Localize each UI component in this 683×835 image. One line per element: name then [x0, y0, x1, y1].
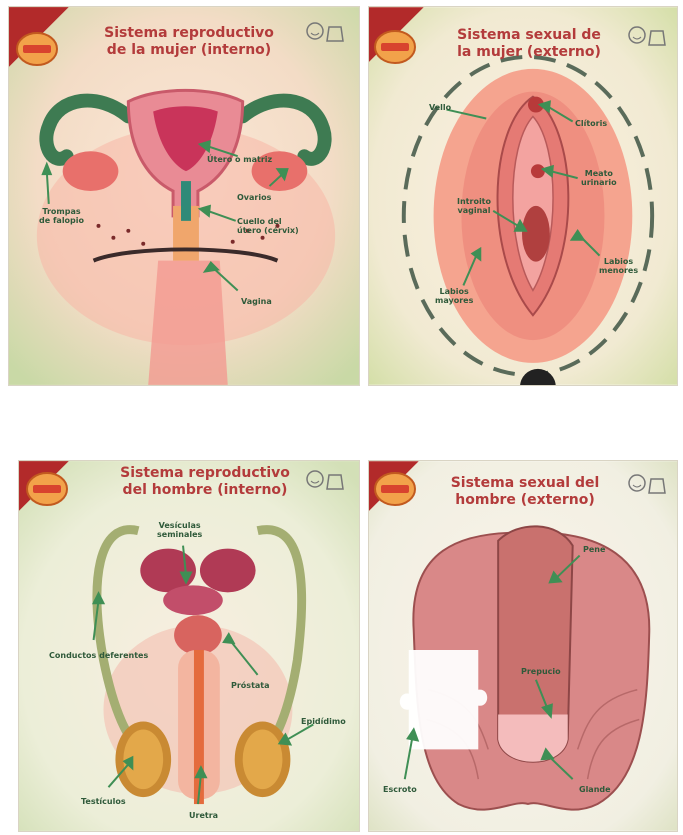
label-testiculos: Testículos	[81, 797, 126, 806]
label-line: útero (cérvix)	[237, 226, 299, 235]
title-line-2: hombre (externo)	[435, 492, 615, 509]
label-pene: Pene	[583, 545, 605, 554]
label-cuello: Cuello del útero (cérvix)	[237, 217, 299, 235]
smiley-book-icon	[627, 471, 667, 501]
label-line: Trompas	[39, 207, 84, 216]
label-introito: Introito vaginal	[457, 197, 491, 215]
label-line: de falopio	[39, 216, 84, 225]
smiley-book-icon	[305, 467, 345, 497]
label-trompas: Trompas de falopio	[39, 207, 84, 225]
title-line-1: Sistema sexual del	[435, 475, 615, 492]
label-line: mayores	[435, 296, 473, 305]
title-line-1: Sistema reproductivo	[89, 25, 289, 42]
logo-badge-icon	[373, 27, 417, 67]
title-line-2: la mujer (externo)	[439, 44, 619, 61]
card-female-external: Sistema sexual de la mujer (externo) Vel…	[368, 6, 678, 386]
label-labios-mayores: Labios mayores	[435, 287, 473, 305]
label-line: Introito	[457, 197, 491, 206]
card-female-internal: Sistema reproductivo de la mujer (intern…	[8, 6, 360, 386]
label-line: Labios	[599, 257, 638, 266]
label-line: Labios	[435, 287, 473, 296]
label-line: urinario	[581, 178, 617, 187]
logo-badge-icon	[373, 469, 417, 509]
title-line-2: del hombre (interno)	[105, 482, 305, 499]
label-line: Meato	[581, 169, 617, 178]
label-prostata: Próstata	[231, 681, 270, 690]
label-line: Cuello del	[237, 217, 299, 226]
label-glande: Glande	[579, 785, 611, 794]
label-escroto: Escroto	[383, 785, 417, 794]
card-title: Sistema sexual del hombre (externo)	[435, 475, 615, 509]
smiley-book-icon	[627, 23, 667, 53]
label-vagina: Vagina	[241, 297, 272, 306]
male-external-illustration	[369, 461, 677, 831]
logo-badge-icon	[15, 29, 59, 69]
card-male-internal: Sistema reproductivo del hombre (interno…	[18, 460, 360, 832]
card-title: Sistema sexual de la mujer (externo)	[439, 27, 619, 61]
label-uretra: Uretra	[189, 811, 218, 820]
title-line-2: de la mujer (interno)	[89, 42, 289, 59]
title-line-1: Sistema reproductivo	[105, 465, 305, 482]
title-line-1: Sistema sexual de	[439, 27, 619, 44]
label-ovarios: Ovarios	[237, 193, 271, 202]
label-epididimo: Epidídimo	[301, 717, 346, 726]
label-prepucio: Prepucio	[521, 667, 561, 676]
label-meato: Meato urinario	[581, 169, 617, 187]
card-title: Sistema reproductivo de la mujer (intern…	[89, 25, 289, 59]
label-line: menores	[599, 266, 638, 275]
card-title: Sistema reproductivo del hombre (interno…	[105, 465, 305, 499]
male-internal-illustration	[19, 461, 359, 831]
label-labios-menores: Labios menores	[599, 257, 638, 275]
label-vello: Vello	[429, 103, 451, 112]
smiley-book-icon	[305, 19, 345, 49]
female-internal-illustration	[9, 7, 359, 385]
card-male-external: Sistema sexual del hombre (externo) Pene…	[368, 460, 678, 832]
label-line: Vesículas	[157, 521, 202, 530]
label-clitoris: Clítoris	[575, 119, 607, 128]
logo-badge-icon	[25, 469, 69, 509]
label-vesiculas: Vesículas seminales	[157, 521, 202, 539]
label-line: seminales	[157, 530, 202, 539]
label-utero: Útero o matriz	[207, 155, 272, 164]
label-conductos: Conductos deferentes	[49, 651, 148, 660]
label-line: vaginal	[457, 206, 491, 215]
